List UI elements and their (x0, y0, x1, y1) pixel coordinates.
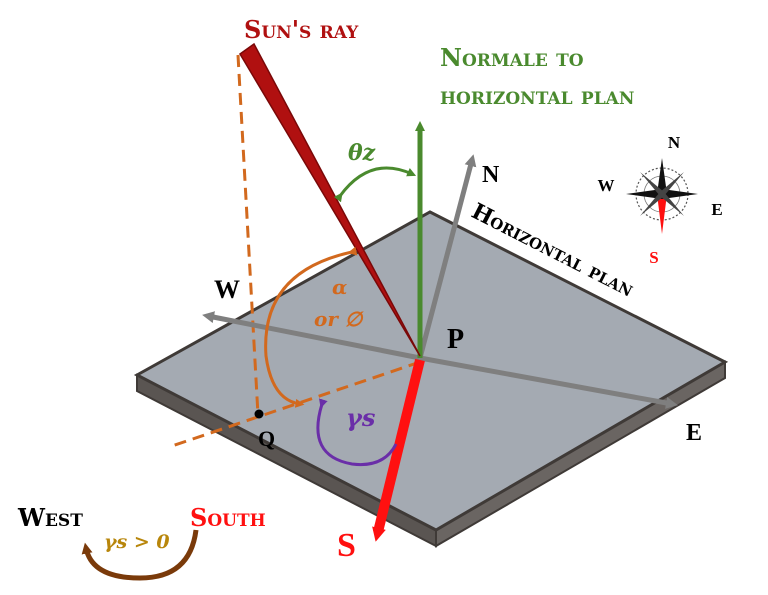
compass-n-label: N (668, 133, 681, 152)
compass-w-label: W (598, 176, 615, 195)
alpha-or-label: or ∅ (314, 307, 364, 331)
point-q-label: Q (258, 426, 275, 451)
sun-projection-vertical (236, 54, 260, 416)
sun-projection-ground (171, 360, 421, 448)
north-axis (417, 154, 477, 359)
compass-needle-east (662, 189, 698, 199)
theta-z-arc (333, 166, 417, 203)
compass-s-label: S (649, 248, 658, 267)
compass-needle-nw (640, 172, 664, 196)
south-label: S (337, 527, 356, 564)
gamma-s-label: γs (346, 403, 376, 432)
gamma-s-arc (316, 398, 398, 467)
compass-rose: N W E S (598, 133, 723, 267)
compass-needle-north (657, 158, 667, 194)
compass-needle-west (626, 189, 662, 199)
compass-needle-sw (640, 192, 664, 216)
sun-ray-label: Sun's ray (244, 15, 359, 44)
north-label: N (482, 162, 500, 188)
legend-condition-label: γs > 0 (104, 531, 170, 553)
theta-z-label: θz (348, 140, 376, 166)
compass-needle-se (660, 192, 684, 216)
plane-top (133, 210, 729, 532)
compass-needle-south (657, 194, 667, 234)
east-label: E (686, 420, 702, 446)
horizontal-plane (133, 210, 729, 548)
east-axis (419, 355, 678, 409)
compass-needle-ne (660, 172, 684, 196)
point-q-dot (254, 409, 264, 419)
normal-label-line1: Normale to (440, 43, 584, 72)
west-label: W (214, 275, 240, 304)
south-vector (372, 358, 425, 542)
normal-label-line2: horizontal plan (440, 81, 634, 110)
alpha-label: α (332, 275, 347, 299)
legend-direction-arc (81, 529, 199, 581)
alpha-arc (264, 246, 358, 408)
legend-south-label: South (190, 503, 266, 532)
legend-west-label: West (17, 503, 83, 532)
compass-e-label: E (711, 200, 722, 219)
point-p-label: P (447, 324, 464, 355)
